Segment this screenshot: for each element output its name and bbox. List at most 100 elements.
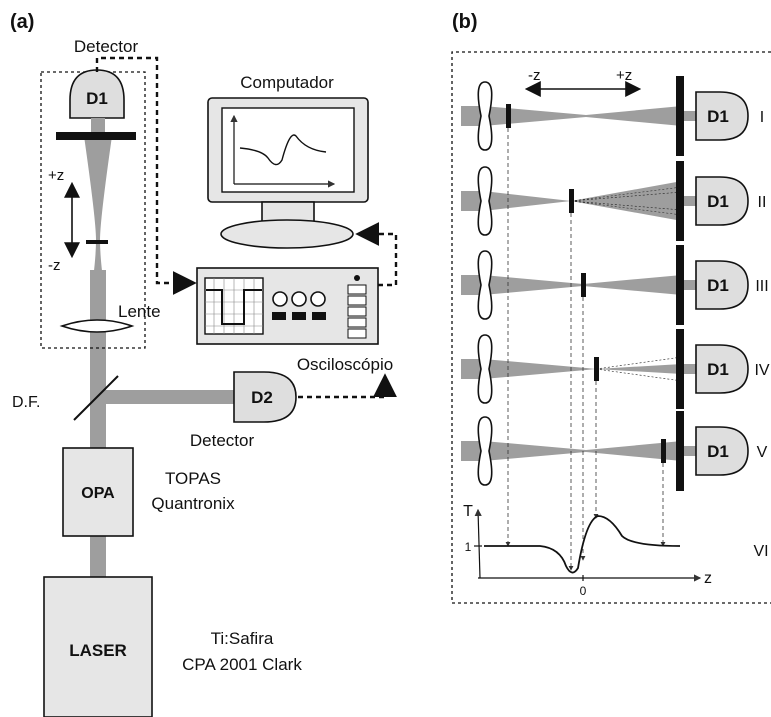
- sample: [86, 240, 108, 244]
- row-beam-in: [461, 359, 481, 379]
- oscilloscope-label: Osciloscópio: [297, 355, 393, 374]
- osc-key-5: [347, 328, 367, 339]
- row-3: D1 III: [461, 245, 769, 325]
- panel-a-label: (a): [10, 11, 34, 33]
- osc-knob-2: [291, 291, 307, 307]
- row-focused-beam: [483, 441, 682, 461]
- row-lens: [477, 250, 493, 320]
- oscilloscope-trace: [206, 289, 262, 325]
- panel-b-frame: [451, 51, 771, 604]
- row-aperture: [676, 76, 684, 156]
- row-2: D1 II: [461, 161, 766, 241]
- b-plus-z-label: +z: [616, 67, 632, 84]
- row-beam-in: [461, 191, 481, 211]
- topas-label-line1: TOPAS: [165, 469, 221, 488]
- osc-power-light: [354, 275, 360, 281]
- osc-button-3: [312, 312, 326, 320]
- row-detector: [695, 260, 749, 310]
- plot-y-axis: [474, 508, 482, 579]
- osc-button-2: [292, 312, 306, 320]
- lens: [59, 319, 135, 333]
- row-focused-beam: [483, 181, 682, 221]
- row-detector: [695, 91, 749, 141]
- row-detector-label: D1: [707, 442, 729, 461]
- row-detector: [695, 344, 749, 394]
- plot-x-tick-label: 0: [580, 584, 587, 598]
- row-stem: [684, 196, 696, 206]
- row-beam-in: [461, 275, 481, 295]
- cable-d1-to-oscilloscope: [95, 56, 197, 295]
- row-lens: [477, 81, 493, 151]
- d1-label: D1: [86, 89, 108, 108]
- row-stem: [684, 111, 696, 121]
- row-aperture: [676, 329, 684, 409]
- osc-key-2: [347, 295, 367, 306]
- d2-label: D2: [251, 388, 273, 407]
- osc-key-3: [347, 306, 367, 317]
- row-detector-label: D1: [707, 360, 729, 379]
- row-lens: [477, 416, 493, 486]
- row-lens: [477, 334, 493, 404]
- laser-box: [43, 576, 153, 717]
- row-focused-beam: [483, 106, 682, 126]
- osc-knob-1: [272, 291, 288, 307]
- laser-model-line1: Ti:Safira: [211, 629, 274, 648]
- row-1: D1 I: [461, 76, 764, 156]
- transmittance-curve: [484, 515, 681, 574]
- row-4: D1 IV: [461, 329, 770, 409]
- row-sample: [661, 439, 666, 463]
- topas-label-line2: Quantronix: [151, 494, 235, 513]
- row-focused-beam: [483, 359, 682, 379]
- opa-label: OPA: [81, 485, 115, 502]
- row-defocus-lines: [595, 356, 683, 382]
- row-detector-label: D1: [707, 192, 729, 211]
- osc-button-1: [272, 312, 286, 320]
- row-numeral: IV: [754, 362, 769, 379]
- row-aperture: [676, 161, 684, 241]
- osc-knob-3: [310, 291, 326, 307]
- detector-bottom-label: Detector: [190, 431, 255, 450]
- minus-z-label: -z: [48, 257, 61, 274]
- row-detector: [695, 176, 749, 226]
- row-aperture: [676, 245, 684, 325]
- screen-signal-curve: [239, 134, 327, 166]
- row-detector-label: D1: [707, 107, 729, 126]
- cable-d2-to-oscilloscope: [298, 373, 397, 399]
- laser-model-line2: CPA 2001 Clark: [182, 655, 302, 674]
- panel-b-label: (b): [452, 11, 478, 33]
- plot-x-label: z: [704, 570, 712, 587]
- row-aperture: [676, 411, 684, 491]
- row-sample: [506, 104, 511, 128]
- detector-d2: [233, 371, 297, 423]
- b-minus-z-label: -z: [528, 67, 541, 84]
- oscilloscope-grid: [205, 278, 263, 334]
- computer-screen: [221, 107, 355, 193]
- row-stem: [684, 280, 696, 290]
- row-stem: [684, 364, 696, 374]
- row-stem: [684, 446, 696, 456]
- plus-z-label: +z: [48, 167, 64, 184]
- row-numeral: II: [758, 194, 767, 211]
- row-sample: [569, 189, 574, 213]
- opa-box: [62, 447, 134, 537]
- df-label: D.F.: [12, 394, 40, 411]
- laser-label: LASER: [69, 641, 127, 660]
- row-detector-label: D1: [707, 276, 729, 295]
- row-sample: [581, 273, 586, 297]
- osc-key-1: [347, 284, 367, 295]
- zscan-stage-frame: [40, 71, 146, 349]
- plot-numeral: VI: [753, 543, 768, 560]
- d1-stem: [91, 118, 105, 132]
- row-beam-in: [461, 106, 481, 126]
- row-numeral: I: [760, 109, 764, 126]
- laser-beam-to-d2: [98, 390, 248, 404]
- focused-beam: [84, 136, 112, 300]
- row-detector: [695, 426, 749, 476]
- row-numeral: III: [755, 278, 768, 295]
- computer-base: [220, 219, 354, 249]
- row-beam-in: [461, 441, 481, 461]
- row-5: D1 V: [461, 411, 768, 491]
- row-lens: [477, 166, 493, 236]
- computer-label: Computador: [240, 73, 334, 92]
